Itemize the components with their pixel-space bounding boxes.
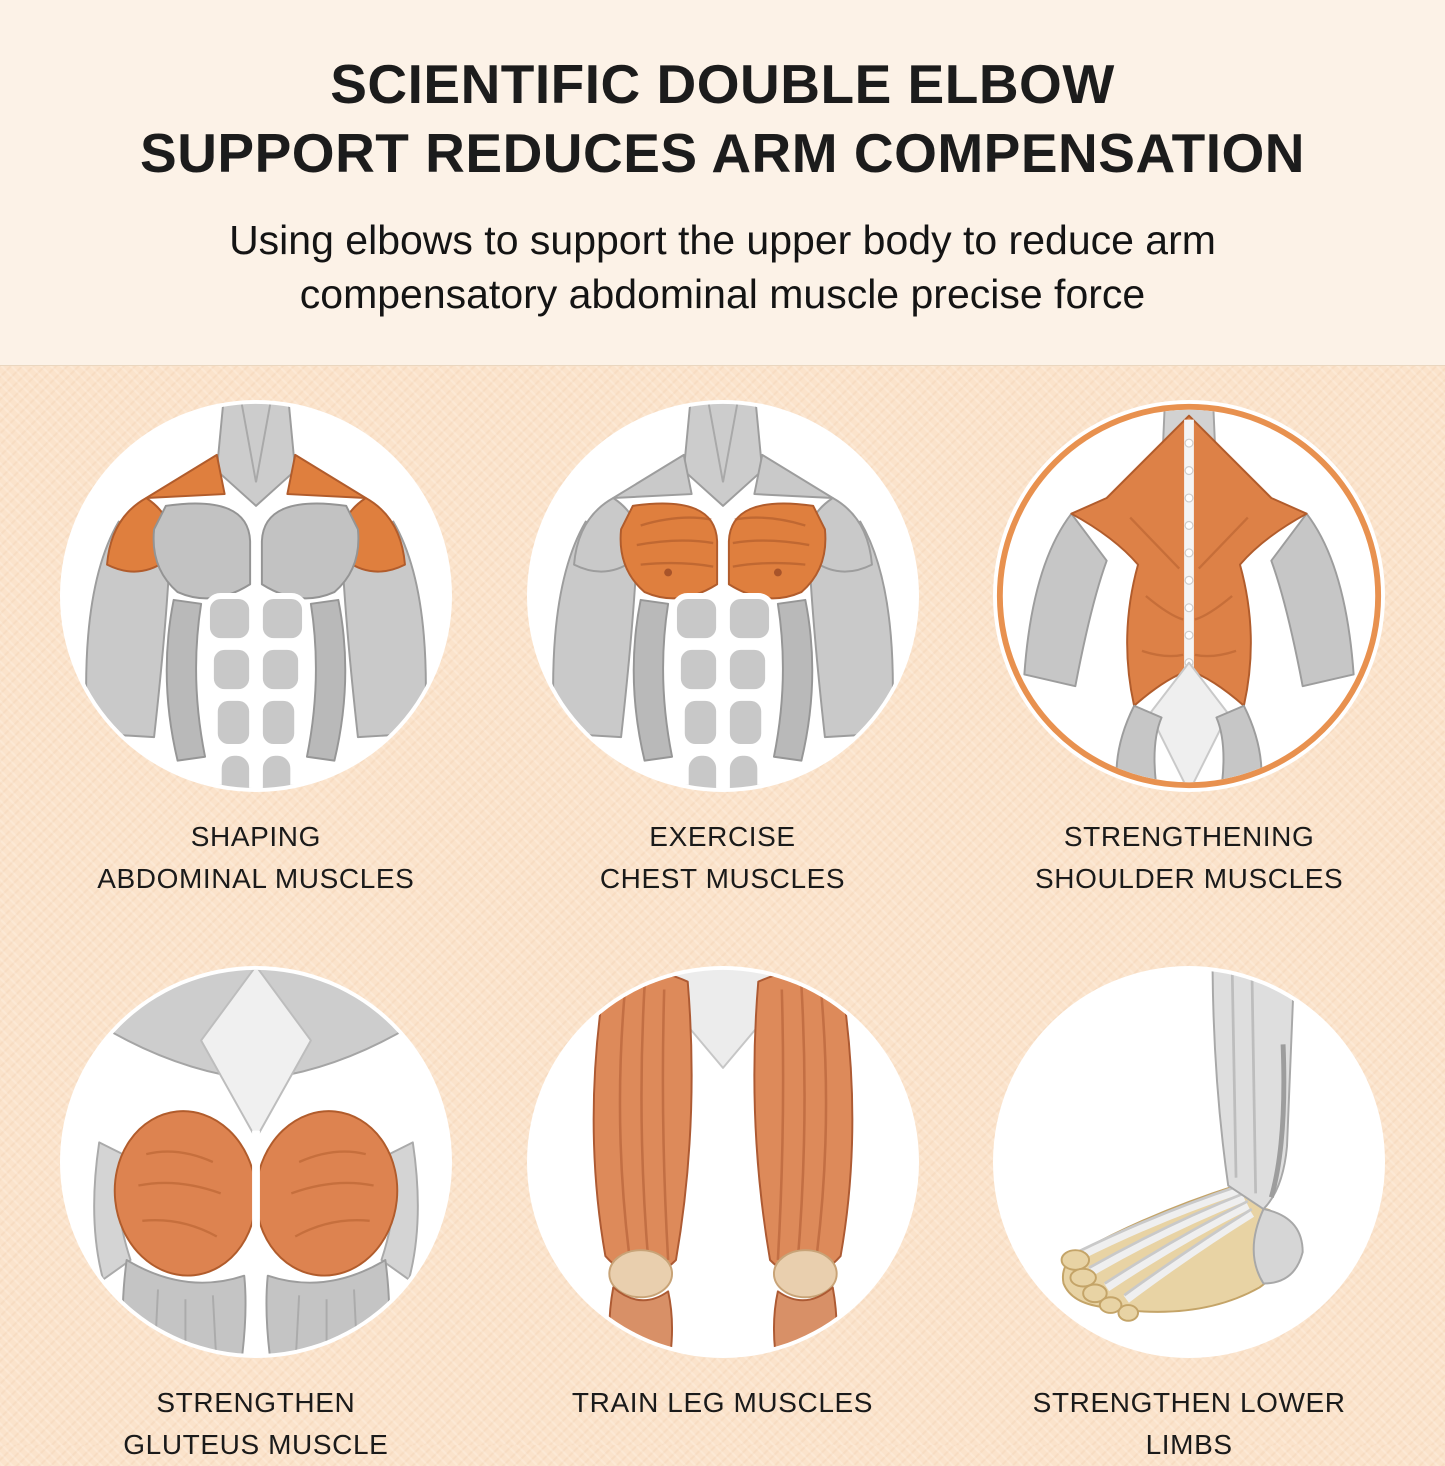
page-title-line-2: SUPPORT REDUCES ARM COMPENSATION — [140, 122, 1305, 185]
feature-card-chest: EXERCISE CHEST MUSCLES — [493, 399, 953, 900]
feature-card-gluteus: STRENGTHEN GLUTEUS MUSCLE — [26, 965, 486, 1466]
feature-caption-gluteus: STRENGTHEN GLUTEUS MUSCLE — [123, 1386, 389, 1460]
chest-circle-image — [526, 399, 919, 792]
legs-circle-image — [526, 965, 919, 1358]
gluteus-circle-image — [59, 965, 452, 1358]
feature-caption-shoulder: STRENGTHENING SHOULDER MUSCLES — [1034, 820, 1344, 894]
chest-muscles-icon — [530, 403, 915, 788]
header: SCIENTIFIC DOUBLE ELBOW SUPPORT REDUCES … — [0, 0, 1445, 366]
feature-caption-chest: EXERCISE CHEST MUSCLES — [599, 820, 846, 894]
feature-card-abdominal: SHAPING ABDOMINAL MUSCLES — [26, 399, 486, 900]
feature-card-shoulder: STRENGTHENING SHOULDER MUSCLES — [959, 399, 1419, 900]
page-title-line-1: SCIENTIFIC DOUBLE ELBOW — [330, 53, 1115, 115]
foot-ankle-tendons-icon — [997, 969, 1382, 1354]
feature-card-legs: TRAIN LEG MUSCLES — [493, 965, 953, 1466]
feature-caption-lower-limbs: STRENGTHEN LOWER LIMBS — [1032, 1386, 1346, 1460]
feature-row-1: SHAPING ABDOMINAL MUSCLES — [0, 399, 1445, 900]
abdominal-circle-image — [59, 399, 452, 792]
lower-limbs-circle-image — [993, 965, 1386, 1358]
page-subtitle: Using elbows to support the upper body t… — [229, 216, 1216, 317]
feature-row-2: STRENGTHEN GLUTEUS MUSCLE — [0, 965, 1445, 1466]
feature-card-lower-limbs: STRENGTHEN LOWER LIMBS — [959, 965, 1419, 1466]
feature-caption-legs: TRAIN LEG MUSCLES — [571, 1386, 874, 1418]
gluteus-muscle-icon — [63, 969, 448, 1354]
shoulder-muscles-icon — [997, 403, 1382, 788]
page-title: SCIENTIFIC DOUBLE ELBOW SUPPORT REDUCES … — [40, 50, 1405, 189]
abdominal-muscles-icon — [63, 403, 448, 788]
leg-muscles-icon — [530, 969, 915, 1354]
feature-caption-abdominal: SHAPING ABDOMINAL MUSCLES — [97, 820, 415, 894]
shoulder-circle-image — [993, 399, 1386, 792]
